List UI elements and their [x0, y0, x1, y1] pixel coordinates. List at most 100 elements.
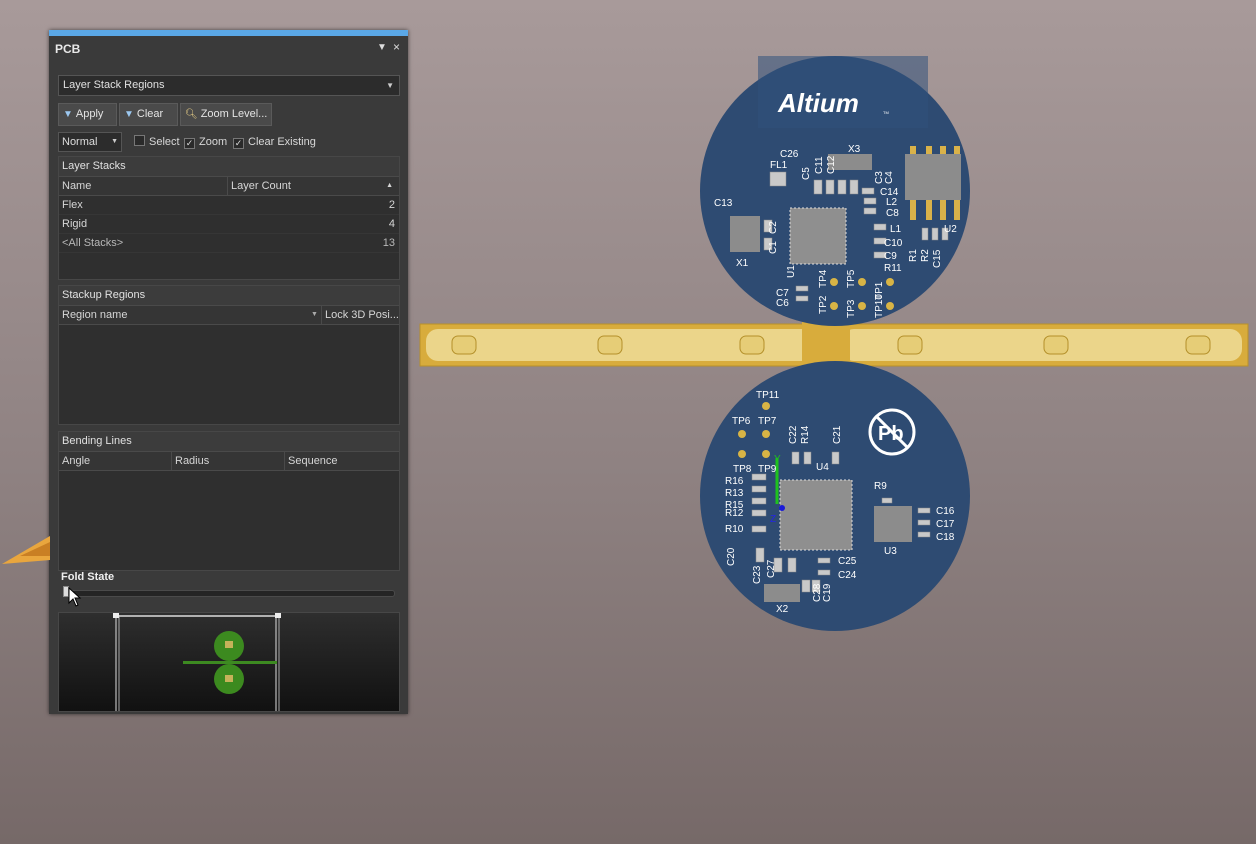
bottom-board-silk-label: R10 [725, 524, 744, 535]
stack-layer-count: 13 [382, 237, 395, 249]
top-board-silk-label: X3 [848, 144, 861, 155]
bottom-board-silk-label: C16 [936, 506, 955, 517]
passive-component [831, 451, 840, 465]
board-preview[interactable] [58, 612, 400, 712]
lead-free-mark: Pb [878, 423, 904, 445]
passive-component [751, 485, 767, 493]
layer-stacks-heading: Layer Stacks [59, 157, 399, 177]
sort-ascending-icon: ▲ [386, 182, 393, 189]
top-board-silk-label: C7 [776, 288, 789, 299]
passive-component [941, 227, 949, 241]
top-board-silk-label: C9 [884, 251, 897, 262]
passive-component [751, 509, 767, 517]
top-board-silk-label: C12 [826, 155, 837, 174]
bottom-board-silk-label: C23 [752, 565, 763, 584]
altium-logo: Altium [777, 88, 859, 118]
column-header-layer-count-label: Layer Count [231, 180, 291, 192]
passive-component [763, 237, 773, 251]
top-board-silk-label: X1 [736, 258, 749, 269]
orange-object-fragment [2, 536, 50, 564]
zoom-level-button[interactable]: 🔍︎Zoom Level... [180, 103, 272, 126]
top-board-silk-label: TP3 [846, 299, 857, 318]
top-board-silk-label: C15 [932, 249, 943, 268]
column-header-angle[interactable]: Angle [62, 455, 91, 467]
column-header-lock-3d[interactable]: Lock 3D Posi... [321, 306, 399, 324]
altium-trademark: TM [883, 110, 889, 115]
fold-state-slider[interactable] [63, 590, 395, 597]
passive-component [751, 525, 767, 533]
table-row[interactable]: <All Stacks> 13 [59, 234, 399, 253]
column-header-sequence[interactable]: Sequence [284, 452, 338, 470]
column-filter-icon[interactable]: ▼ [311, 311, 318, 318]
bottom-board-silk-label: TP6 [732, 416, 751, 427]
column-header-name[interactable]: Name [62, 180, 92, 192]
zoom-level-label: Zoom Level... [200, 108, 268, 120]
column-header-region-name[interactable]: Region name [62, 309, 128, 321]
panel-title: PCB [55, 42, 81, 56]
passive-component [817, 569, 831, 576]
top-board-silk-label: C4 [884, 171, 895, 184]
mode-dropdown[interactable]: Layer Stack Regions ▼ [58, 75, 400, 96]
column-header-radius[interactable]: Radius [171, 452, 209, 470]
table-row[interactable]: Flex 2 [59, 196, 399, 215]
passive-component [873, 237, 887, 245]
top-board-silk-label: C2 [768, 221, 779, 234]
passive-component [863, 197, 877, 205]
clear-filter-icon: ▼ [124, 109, 134, 120]
bottom-board-silk-label: X2 [776, 604, 789, 615]
passive-component [917, 531, 931, 538]
passive-component [791, 451, 800, 465]
panel-close-icon[interactable]: × [393, 40, 401, 54]
bottom-board-silk-label: C19 [822, 583, 833, 602]
passive-component [917, 507, 931, 514]
bottom-board-silk-label: C24 [838, 570, 857, 581]
top-board-silk-label: L2 [886, 197, 898, 208]
panel-menu-icon[interactable]: ▼ [377, 42, 387, 53]
pcb-panel: PCB ▼ × Layer Stack Regions ▼ ▼Apply ▼Cl… [49, 30, 408, 714]
clear-label: Clear [136, 108, 164, 120]
bottom-board-silk-label: U3 [884, 546, 897, 557]
passive-component [863, 207, 877, 215]
top-board-silk-label: TP4 [818, 269, 829, 288]
bottom-board-silk-label: Z [770, 514, 776, 525]
bending-lines-heading: Bending Lines [59, 432, 399, 452]
top-board-silk-label: C26 [780, 149, 799, 160]
stack-name: Flex [62, 199, 83, 211]
passive-component [803, 451, 812, 465]
table-row[interactable]: Rigid 4 [59, 215, 399, 234]
top-board-silk-label: C14 [880, 187, 899, 198]
filter-mode-select[interactable]: Normal ▼ [58, 132, 122, 152]
top-board-silk-label: TP1 [874, 281, 885, 300]
bending-lines-section: Bending Lines Angle Radius Sequence [58, 431, 400, 571]
zoom-checkbox[interactable]: ✓Zoom [184, 135, 227, 149]
bottom-board-silk-label: C22 [788, 425, 799, 444]
clear-existing-checkbox[interactable]: ✓Clear Existing [233, 135, 316, 149]
layer-stacks-section: Layer Stacks Name Layer Count ▲ Flex 2 R… [58, 156, 400, 280]
passive-component [795, 285, 809, 292]
apply-button[interactable]: ▼Apply [58, 103, 117, 126]
select-checkbox[interactable]: Select [134, 135, 180, 149]
top-board-silk-label: C13 [714, 198, 733, 209]
chevron-down-icon: ▼ [386, 81, 394, 90]
bending-lines-header-row: Angle Radius Sequence [59, 452, 399, 471]
bottom-board-silk-label: TP11 [756, 390, 780, 401]
passive-component [873, 223, 887, 231]
top-board-silk-label: C1 [768, 241, 779, 254]
layer-stacks-header-row: Name Layer Count ▲ [59, 177, 399, 196]
fold-state-label: Fold State [61, 571, 115, 583]
bottom-board-silk-label: TP8 [733, 464, 752, 475]
passive-component [873, 251, 887, 259]
stack-name: <All Stacks> [62, 237, 124, 249]
top-board-silk-label: L1 [890, 224, 902, 235]
passive-component [751, 497, 767, 505]
passive-component [837, 179, 847, 195]
bottom-board-silk-label: C20 [726, 547, 737, 566]
column-header-layer-count[interactable]: Layer Count [227, 177, 397, 195]
board-preview-graphic [113, 613, 281, 711]
checkbox-box [134, 135, 145, 146]
clear-button[interactable]: ▼Clear [119, 103, 178, 126]
top-board-silk-label: C3 [874, 171, 885, 184]
passive-component [811, 579, 821, 593]
